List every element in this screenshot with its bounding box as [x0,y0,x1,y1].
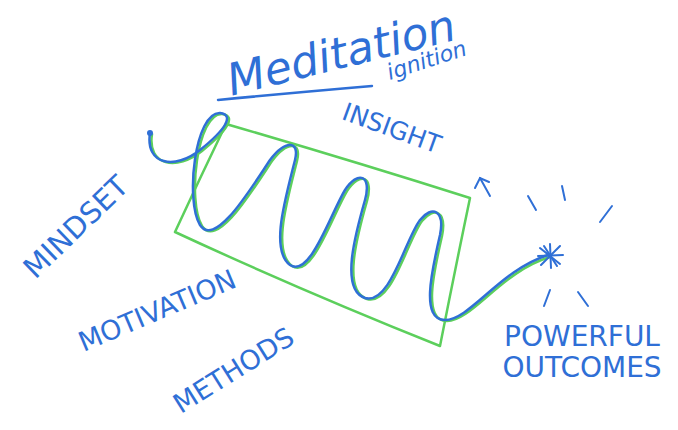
annotation-label: MINDSET [18,170,135,285]
spark-line [544,246,557,266]
ray [600,206,612,222]
spark-rays [528,186,612,306]
annotation-label: MOTIVATION [74,264,240,357]
spark [538,244,563,268]
annotation-label: METHODS [168,322,299,419]
annotation-label: INSIGHT [339,98,445,159]
ray [578,292,588,306]
arrow-head [475,178,489,188]
annotation-label: POWERFUL OUTCOMES [492,322,672,384]
insight-arrow [475,178,490,196]
coil-start [147,130,153,136]
ray [562,186,565,200]
ray [544,290,550,306]
ray [528,196,536,210]
